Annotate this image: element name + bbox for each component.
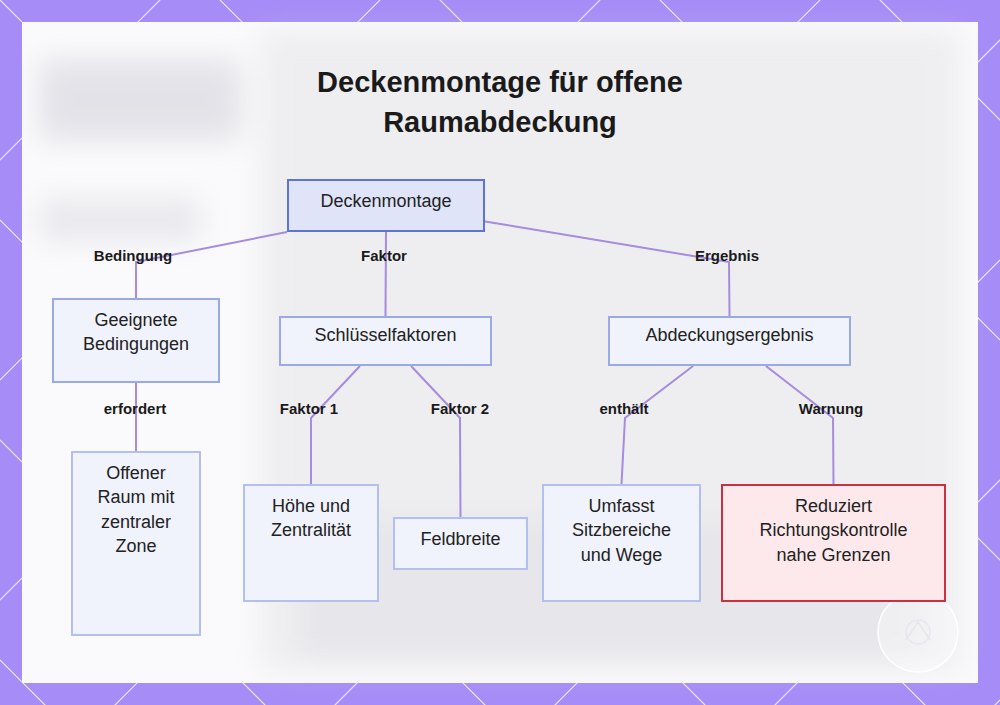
category-box: Abdeckungsergebnis: [608, 316, 851, 366]
connector-line: [311, 366, 360, 484]
photo-shape: [40, 60, 240, 140]
edge-label: Warnung: [799, 400, 863, 417]
connector-line: [411, 366, 460, 517]
connector-line: [135, 383, 137, 451]
node-label: Feldbreite: [405, 527, 516, 551]
node-label: Umfasst Sitzbereiche und Wege: [558, 494, 685, 567]
root-box: Deckenmontage: [287, 179, 485, 232]
node-label: Abdeckungsergebnis: [620, 323, 839, 347]
detail-box: Umfasst Sitzbereiche und Wege: [542, 484, 701, 602]
edge-label: enthält: [599, 400, 648, 417]
badge-circle: [878, 592, 958, 672]
blurred-photo: [40, 30, 960, 670]
category-box: Schlüsselfaktoren: [279, 316, 492, 366]
detail-box: Offener Raum mit zentraler Zone: [71, 451, 201, 636]
connector-line: [136, 232, 287, 298]
node-label: Höhe und Zentralität: [255, 494, 367, 543]
category-box: Geeignete Bedingungen: [52, 298, 220, 383]
edge-label: Faktor 2: [431, 400, 489, 417]
warning-box: Reduziert Richtungskontrolle nahe Grenze…: [721, 484, 946, 602]
detail-box: Höhe und Zentralität: [243, 484, 379, 602]
node-label: Geeignete Bedingungen: [66, 308, 206, 357]
badge-glyph: [906, 622, 930, 640]
connector-line: [622, 366, 694, 484]
node-label: Schlüsselfaktoren: [291, 323, 480, 347]
connector-line: [485, 221, 730, 316]
connector-line: [385, 232, 388, 316]
node-label: Offener Raum mit zentraler Zone: [87, 461, 185, 558]
connector-line: [766, 366, 834, 484]
node-label: Deckenmontage: [299, 189, 473, 213]
edge-label: Faktor 1: [280, 400, 338, 417]
photo-shape: [40, 200, 200, 240]
node-label: Reduziert Richtungskontrolle nahe Grenze…: [747, 494, 920, 567]
edge-label: Bedingung: [94, 247, 172, 264]
corner-badge: [878, 592, 958, 672]
diagram-title: Deckenmontage für offene Raumabdeckung: [280, 62, 720, 142]
edge-label: Ergebnis: [695, 247, 759, 264]
edge-label: Faktor: [361, 247, 407, 264]
detail-box: Feldbreite: [393, 517, 528, 570]
panel: [22, 22, 978, 683]
edge-label: erfordert: [104, 400, 167, 417]
badge-ring: [906, 620, 930, 644]
